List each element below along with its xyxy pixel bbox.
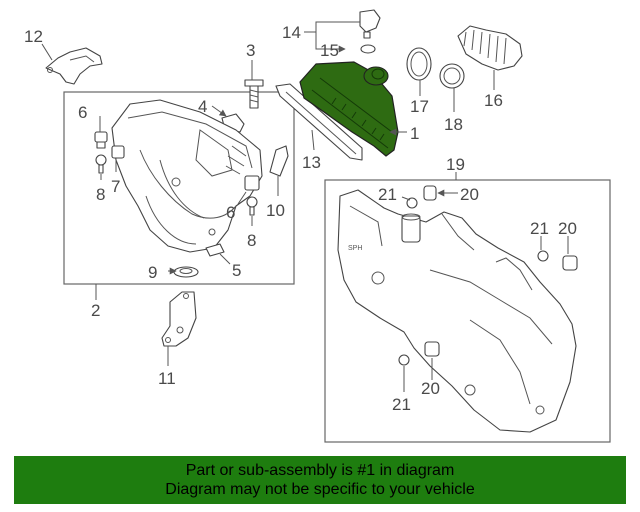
part-15-o-ring[interactable] xyxy=(360,44,376,54)
parts-diagram: SPH xyxy=(24,9,611,443)
label-6-left: 6 xyxy=(78,103,87,122)
assembly-box-19 xyxy=(324,179,611,443)
part-10-sensor[interactable] xyxy=(269,145,289,177)
label-6-right: 6 xyxy=(226,203,235,222)
part-16-intake-hose[interactable] xyxy=(457,25,523,71)
part-8-screw-right[interactable] xyxy=(246,196,258,216)
label-1: 1 xyxy=(410,124,419,143)
label-8-left: 8 xyxy=(96,185,105,204)
part-20-grommet-right[interactable] xyxy=(562,255,578,271)
leader-lines xyxy=(41,21,569,392)
label-20-right: 20 xyxy=(558,219,577,238)
label-4: 4 xyxy=(198,97,207,116)
label-15: 15 xyxy=(320,41,339,60)
banner-line-2: Diagram may not be specific to your vehi… xyxy=(165,481,475,498)
assembly-box-2 xyxy=(63,91,295,285)
part-2-air-cleaner-housing[interactable] xyxy=(111,99,263,253)
info-banner: Part or sub-assembly is #1 in diagram Di… xyxy=(14,456,626,504)
label-20-top: 20 xyxy=(460,185,479,204)
part-20-grommet-top[interactable] xyxy=(423,185,437,201)
part-14-sensor[interactable] xyxy=(359,9,381,39)
label-21-top: 21 xyxy=(378,185,397,204)
part-8-screw-left[interactable] xyxy=(95,154,107,174)
banner-line-1: Part or sub-assembly is #1 in diagram xyxy=(185,462,455,479)
svg-text:SPH: SPH xyxy=(348,245,362,252)
label-2: 2 xyxy=(91,301,100,320)
part-20-grommet-bottom[interactable] xyxy=(424,341,440,357)
label-7: 7 xyxy=(111,177,120,196)
part-19-resonator[interactable]: SPH xyxy=(337,189,577,433)
label-12: 12 xyxy=(24,27,43,46)
label-19: 19 xyxy=(446,155,465,174)
part-21-screw-bottom[interactable] xyxy=(398,354,410,366)
part-6-grommet-right[interactable] xyxy=(244,175,260,191)
label-14: 14 xyxy=(282,23,301,42)
label-10: 10 xyxy=(266,201,285,220)
label-8-right: 8 xyxy=(247,231,256,250)
label-18: 18 xyxy=(444,115,463,134)
part-18-clamp[interactable] xyxy=(439,63,465,89)
label-16: 16 xyxy=(484,91,503,110)
label-21-bottom: 21 xyxy=(392,395,411,414)
label-9: 9 xyxy=(148,263,157,282)
label-11: 11 xyxy=(158,369,176,388)
label-21-right: 21 xyxy=(530,219,549,238)
part-6-grommet-left[interactable] xyxy=(94,131,108,149)
label-13: 13 xyxy=(302,153,321,172)
part-9-seal[interactable] xyxy=(173,266,199,278)
part-7-grommet[interactable] xyxy=(111,145,125,159)
label-20-bottom: 20 xyxy=(421,379,440,398)
part-1-air-cleaner-cover[interactable] xyxy=(299,61,399,157)
part-3-bolt[interactable] xyxy=(244,79,264,109)
callout-labels: 12 3 4 6 7 8 6 8 5 9 2 10 11 13 1 14 15 … xyxy=(24,23,577,414)
part-21-screw-right[interactable] xyxy=(537,250,549,262)
part-5-grommet[interactable] xyxy=(205,243,225,257)
label-5: 5 xyxy=(232,261,241,280)
part-21-screw-top[interactable] xyxy=(406,197,418,209)
part-12-bracket[interactable] xyxy=(45,47,103,85)
part-11-bracket[interactable] xyxy=(161,291,197,347)
part-17-clamp[interactable] xyxy=(406,47,432,81)
label-3: 3 xyxy=(246,41,255,60)
part-13-seal-strip[interactable] xyxy=(275,83,363,161)
label-17: 17 xyxy=(410,97,429,116)
